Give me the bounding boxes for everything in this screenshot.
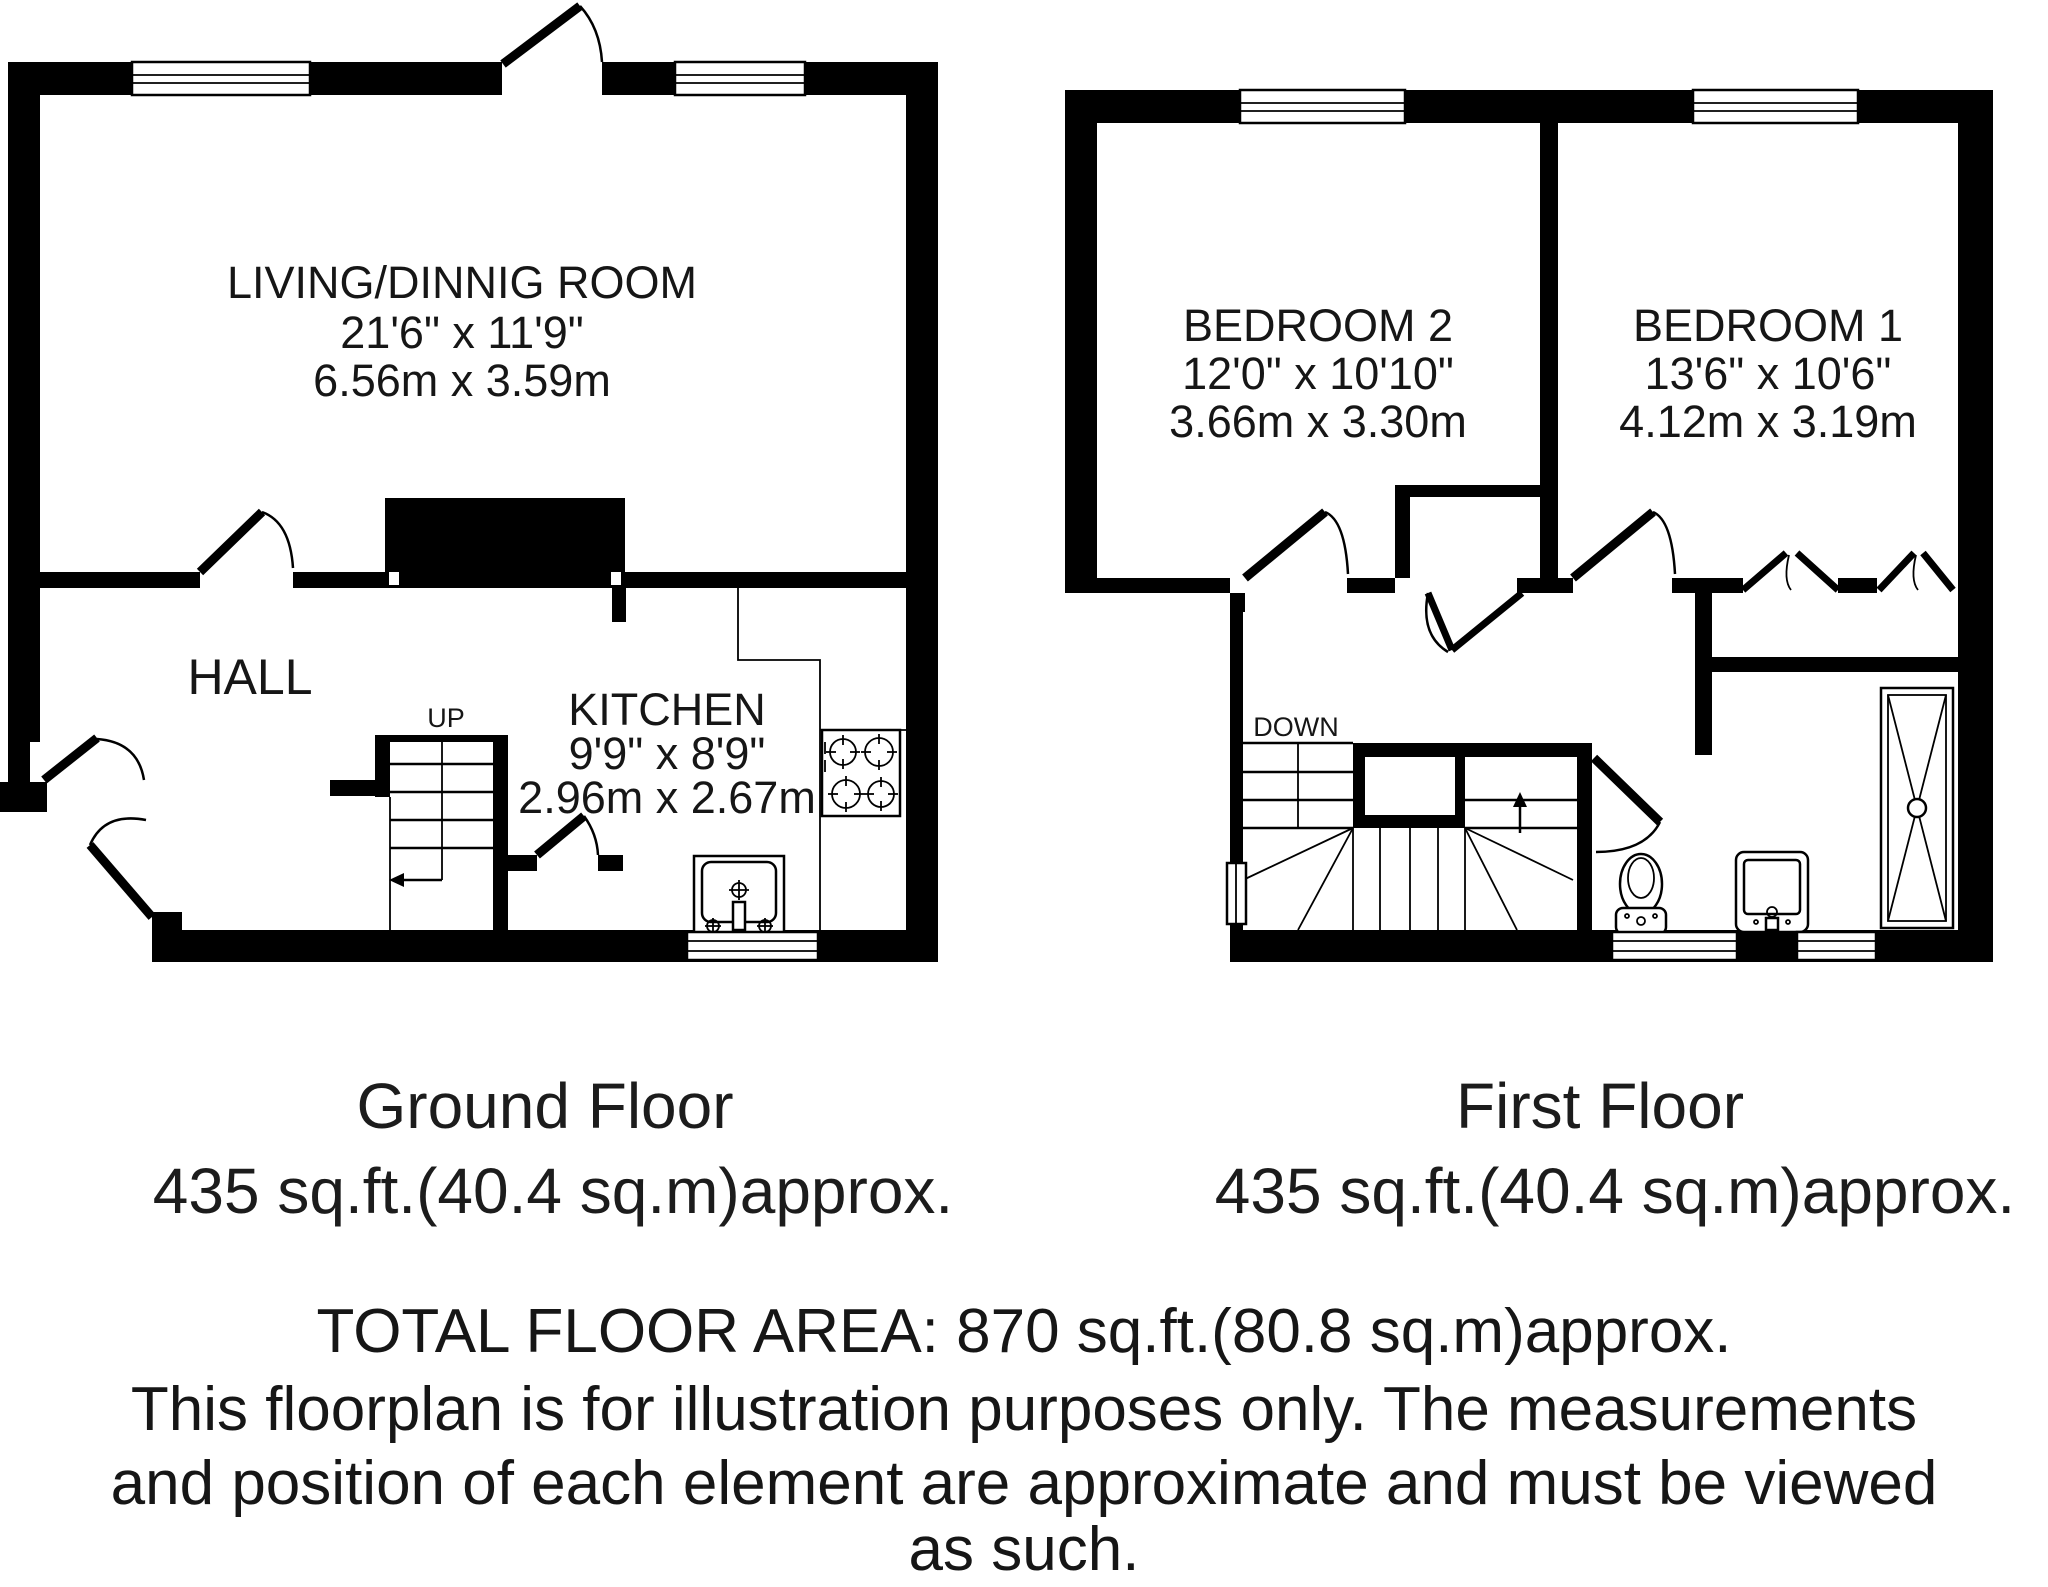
first-interior-walls <box>1097 123 1958 755</box>
ground-floor-title: Ground Floor <box>356 1070 733 1142</box>
bathroom-window-left <box>1610 930 1739 962</box>
living-room-door <box>196 508 295 576</box>
bedroom1-size-metric: 4.12m x 3.19m <box>1619 396 1917 447</box>
side-entrance-door <box>86 817 156 920</box>
shower-icon <box>1879 686 1955 930</box>
bathroom-door <box>1590 754 1664 854</box>
bedroom2-size-imperial: 12'0" x 10'10" <box>1182 348 1454 399</box>
bedroom2-window <box>1238 88 1407 125</box>
bathroom-window-right <box>1795 930 1878 962</box>
front-door <box>41 734 146 784</box>
fireplace <box>385 498 625 588</box>
living-window-right <box>673 60 807 97</box>
living-room-size-metric: 6.56m x 3.59m <box>313 355 611 406</box>
kitchen-label: KITCHEN <box>568 684 766 735</box>
wardrobe-bifold-door-2 <box>1876 550 1956 593</box>
closet-bifold-door <box>1424 590 1525 654</box>
kitchen-door <box>534 812 600 859</box>
stairs-up-label: UP <box>427 703 465 733</box>
bedroom1-size-imperial: 13'6" x 10'6" <box>1645 348 1892 399</box>
bedroom1-door <box>1570 508 1677 582</box>
living-room-label: LIVING/DINNIG ROOM <box>227 257 697 308</box>
kitchen-size-imperial: 9'9" x 8'9" <box>569 728 766 779</box>
living-window-left <box>130 60 312 97</box>
disclaimer-line-2: and position of each element are approxi… <box>111 1449 1938 1518</box>
balcony-door <box>500 2 604 99</box>
staircase-up <box>375 735 508 935</box>
living-room-size-imperial: 21'6" x 11'9" <box>340 307 583 358</box>
kitchen-window <box>685 930 820 962</box>
wardrobe-bifold-door-1 <box>1740 550 1841 593</box>
bedroom1-label: BEDROOM 1 <box>1633 300 1903 351</box>
bathroom-sink-icon <box>1734 850 1810 934</box>
bedroom1-window <box>1691 88 1860 125</box>
bedroom2-label: BEDROOM 2 <box>1183 300 1453 351</box>
kitchen-size-metric: 2.96m x 2.67m <box>518 772 816 823</box>
disclaimer-line-3: as such. <box>909 1515 1140 1584</box>
ground-floor-area: 435 sq.ft.(40.4 sq.m)approx. <box>153 1155 953 1227</box>
kitchen-sink-icon <box>692 854 786 936</box>
stove-icon <box>820 728 902 818</box>
footer: Ground Floor 435 sq.ft.(40.4 sq.m)approx… <box>111 1070 2016 1584</box>
first-floor-title: First Floor <box>1456 1070 1744 1142</box>
total-floor-area: TOTAL FLOOR AREA: 870 sq.ft.(80.8 sq.m)a… <box>316 1297 1731 1366</box>
first-outer-walls <box>1065 90 1993 962</box>
hall-label: HALL <box>187 649 312 705</box>
staircase-down <box>1242 741 1592 935</box>
ground-floor-plan: LIVING/DINNIG ROOM 21'6" x 11'9" 6.56m x… <box>0 2 938 962</box>
first-floor-plan: BEDROOM 2 12'0" x 10'10" 3.66m x 3.30m B… <box>1065 88 1993 962</box>
bedroom2-door <box>1242 508 1350 582</box>
bedroom2-size-metric: 3.66m x 3.30m <box>1169 396 1467 447</box>
stairs-down-label: DOWN <box>1253 712 1338 742</box>
first-floor-area: 435 sq.ft.(40.4 sq.m)approx. <box>1215 1155 2015 1227</box>
disclaimer-line-1: This floorplan is for illustration purpo… <box>131 1375 1917 1444</box>
landing-window <box>1225 861 1248 926</box>
ground-interior-walls <box>40 572 906 871</box>
toilet-icon <box>1614 852 1668 936</box>
